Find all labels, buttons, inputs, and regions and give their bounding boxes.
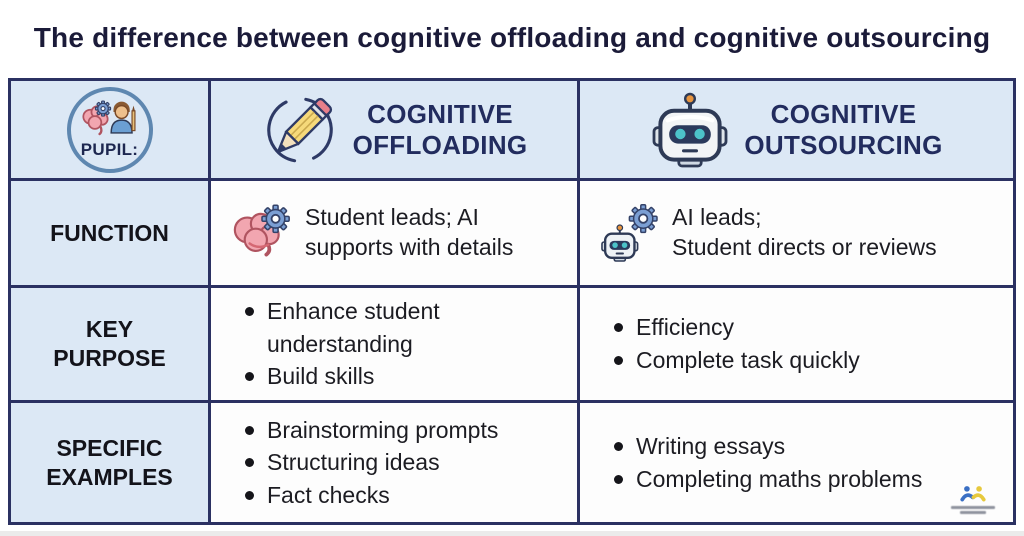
list-item: Efficiency — [610, 311, 860, 344]
two-figures-logo-icon — [960, 486, 986, 502]
pupil-badge: PUPIL: — [66, 86, 153, 173]
robot-gear-icon — [601, 204, 658, 262]
function-outsourcing-text: AI leads; Student directs or reviews — [672, 204, 937, 260]
column-title-offloading: COGNITIVE OFFLOADING — [352, 98, 528, 160]
column-title-outsourcing: COGNITIVE OUTSOURCING — [744, 98, 943, 160]
purpose-outsourcing-cell: Efficiency Complete task quickly — [580, 288, 1013, 400]
list-item: Enhance student understanding — [241, 295, 491, 360]
function-offloading-cell: Student leads; AI supports with details — [211, 181, 577, 285]
header-cognitive-offloading: COGNITIVE OFFLOADING — [211, 81, 577, 178]
list-item: Writing essays — [610, 430, 922, 463]
robot-head-icon — [652, 92, 728, 167]
list-item: Build skills — [241, 360, 491, 393]
purpose-offloading-list: Enhance student understanding Build skil… — [241, 295, 491, 393]
robot-head-icon — [601, 224, 639, 262]
brand-logo — [951, 484, 995, 514]
brain-gear-icon — [233, 204, 290, 257]
examples-outsourcing-list: Writing essays Completing maths problems — [610, 430, 922, 495]
gear-icon — [261, 204, 290, 234]
page-title: The difference between cognitive offload… — [33, 22, 991, 53]
gear-icon — [628, 204, 658, 234]
header-cognitive-outsourcing: COGNITIVE OUTSOURCING — [580, 81, 1013, 178]
list-item: Complete task quickly — [610, 344, 860, 377]
examples-offloading-list: Brainstorming prompts Structuring ideas … — [241, 414, 498, 512]
examples-offloading-cell: Brainstorming prompts Structuring ideas … — [211, 403, 577, 522]
list-item: Completing maths problems — [610, 463, 922, 496]
list-item: Brainstorming prompts — [241, 414, 498, 447]
row-label-specific-examples: SPECIFIC EXAMPLES — [11, 403, 208, 522]
screen-edge-strip — [0, 531, 1024, 536]
person-icon — [109, 101, 136, 134]
row-label-function: FUNCTION — [11, 181, 208, 285]
brand-logo-caption — [951, 506, 995, 514]
gear-icon — [94, 100, 111, 117]
function-outsourcing-cell: AI leads; Student directs or reviews — [580, 181, 1013, 285]
list-item: Fact checks — [241, 479, 498, 512]
function-offloading-text: Student leads; AI supports with details — [305, 204, 514, 260]
list-item: Structuring ideas — [241, 446, 498, 479]
purpose-outsourcing-list: Efficiency Complete task quickly — [610, 311, 860, 376]
purpose-offloading-cell: Enhance student understanding Build skil… — [211, 288, 577, 400]
brain-and-person-icon — [81, 100, 136, 136]
pupil-label: PUPIL: — [80, 140, 139, 159]
comparison-table: PUPIL: COGNITIVE OFFLOADING — [8, 78, 1016, 525]
row-label-key-purpose: KEY PURPOSE — [11, 288, 208, 400]
corner-cell-pupil: PUPIL: — [11, 81, 208, 178]
pencil-circle-icon — [266, 96, 333, 163]
examples-outsourcing-cell: Writing essays Completing maths problems — [580, 403, 1013, 522]
